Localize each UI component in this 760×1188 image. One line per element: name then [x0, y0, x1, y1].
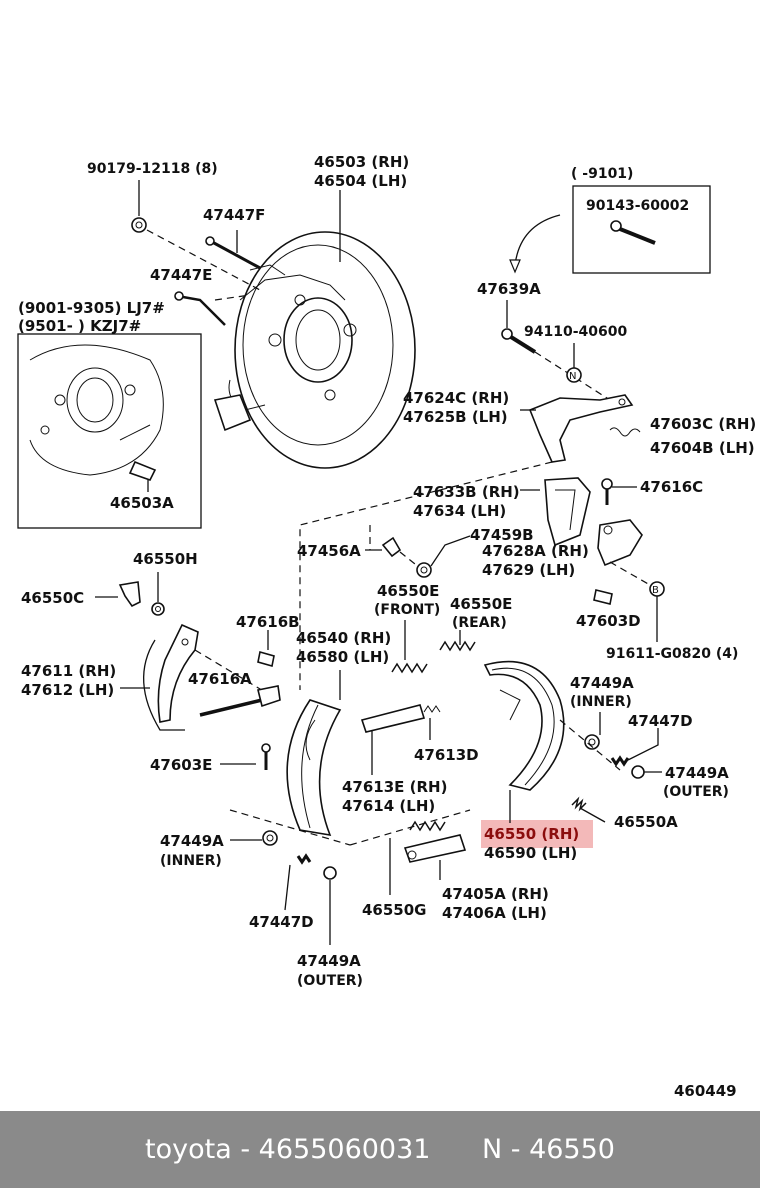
label-outer-left: (OUTER) — [297, 973, 363, 989]
label-box-range: ( -9101) — [571, 166, 633, 182]
lever-47624c-drawing — [520, 394, 641, 463]
footer-bar: toyota - 4655060031 N - 46550 — [0, 1111, 760, 1188]
label-47616a: 47616A — [188, 670, 252, 688]
label-47456a: 47456A — [297, 542, 361, 560]
label-47449a-inner-left: 47449A — [160, 832, 224, 850]
label-range-2: (9501- ) KZJ7# — [18, 317, 141, 335]
label-46550e-front: 46550E — [377, 582, 439, 600]
label-46550a: 46550A — [614, 813, 678, 831]
label-47447d-right: 47447D — [628, 712, 693, 730]
label-46503: 46503 (RH) — [314, 153, 409, 171]
pin-47603e-drawing — [220, 743, 271, 770]
label-47449a-inner-right: 47449A — [570, 674, 634, 692]
label-94110: 94110-40600 — [524, 324, 627, 340]
spring-46550a-drawing — [571, 796, 606, 823]
nut-90179-drawing — [131, 180, 261, 291]
label-46550-rh: 46550 (RH) — [484, 825, 579, 843]
part-labels: 90179-12118 (8) 46503 (RH) 46504 (LH) 47… — [18, 153, 756, 1100]
label-46550h: 46550H — [133, 550, 198, 568]
label-47604b: 47604B (LH) — [650, 439, 755, 457]
label-91611: 91611-G0820 (4) — [606, 646, 738, 662]
label-47625b: 47625B (LH) — [403, 408, 508, 426]
spring-46550g-drawing — [389, 820, 446, 895]
label-90143: 90143-60002 — [586, 198, 689, 214]
label-front: (FRONT) — [374, 602, 440, 618]
label-47449a-outer-left: 47449A — [297, 952, 361, 970]
label-46550g: 46550G — [362, 901, 427, 919]
brake-shoe-46550-drawing — [483, 660, 565, 823]
highlighted-part-marker — [481, 820, 593, 848]
plug-47456a-drawing — [365, 535, 471, 578]
label-47633b: 47633B (RH) — [413, 483, 520, 501]
label-47447f: 47447F — [203, 206, 265, 224]
diagram-number: 460449 — [674, 1082, 737, 1100]
label-46590: 46590 (LH) — [484, 844, 577, 862]
label-47459b: 47459B — [470, 526, 534, 544]
bracket-47628a-drawing: B — [597, 519, 665, 642]
label-47603e: 47603E — [150, 756, 212, 774]
label-47639a: 47639A — [477, 280, 541, 298]
pin-47616c-drawing — [601, 478, 637, 505]
brake-shoe-46540-drawing — [286, 670, 342, 837]
label-46504: 46504 (LH) — [314, 172, 407, 190]
label-47616c: 47616C — [640, 478, 703, 496]
label-46540: 46540 (RH) — [296, 629, 391, 647]
svg-text:N: N — [569, 371, 576, 382]
label-outer-right: (OUTER) — [663, 784, 729, 800]
label-47624c: 47624C (RH) — [403, 389, 509, 407]
adjuster-47613e-drawing — [360, 704, 441, 775]
label-47447d-left: 47447D — [249, 913, 314, 931]
label-rear: (REAR) — [452, 615, 507, 631]
clip-47603d-drawing — [593, 589, 613, 605]
variant-inset-box — [17, 333, 202, 529]
label-47611: 47611 (RH) — [21, 662, 116, 680]
label-47614: 47614 (LH) — [342, 797, 435, 815]
label-46550e-rear: 46550E — [450, 595, 512, 613]
label-inner-left: (INNER) — [160, 853, 222, 869]
clip-46550c-drawing — [95, 572, 165, 616]
label-46580: 46580 (LH) — [296, 648, 389, 666]
lever-47611-drawing — [120, 623, 271, 731]
label-47613e: 47613E (RH) — [342, 778, 447, 796]
label-47629: 47629 (LH) — [482, 561, 575, 579]
bracket-47633b-drawing — [520, 477, 591, 547]
label-47405a: 47405A (RH) — [442, 885, 549, 903]
svg-text:B: B — [652, 585, 659, 596]
label-47603d: 47603D — [576, 612, 641, 630]
label-range-1: (9001-9305) LJ7# — [18, 299, 165, 317]
label-inner-right: (INNER) — [570, 694, 632, 710]
backing-plate-drawing — [213, 231, 416, 469]
label-47613d: 47613D — [414, 746, 479, 764]
label-47406a: 47406A (LH) — [442, 904, 547, 922]
label-46503a: 46503A — [110, 494, 174, 512]
footer-part-number: toyota - 4655060031 — [145, 1134, 431, 1165]
label-47616b: 47616B — [236, 613, 300, 631]
retainer-47449a-right-drawing — [559, 712, 662, 779]
label-47612: 47612 (LH) — [21, 681, 114, 699]
spring-46550e-front-drawing — [391, 620, 428, 674]
wheel-cylinder-47405a-drawing — [403, 834, 467, 880]
brake-parts-diagram: N B — [17, 153, 756, 1100]
label-47603c: 47603C (RH) — [650, 415, 756, 433]
clip-47616b-drawing — [257, 630, 275, 668]
bolt-47639a-drawing: N — [501, 300, 611, 401]
label-90179: 90179-12118 (8) — [87, 161, 218, 177]
retainer-47449a-left-drawing — [230, 830, 337, 945]
spring-46550e-rear-drawing — [439, 630, 476, 652]
old-model-inset-box — [509, 185, 711, 274]
label-47449a-outer-right: 47449A — [665, 764, 729, 782]
bracket-47447e-drawing — [174, 291, 251, 326]
label-46550c: 46550C — [21, 589, 84, 607]
label-47447e: 47447E — [150, 266, 212, 284]
strut-47616a-drawing — [199, 685, 281, 717]
label-47628a: 47628A (RH) — [482, 542, 589, 560]
footer-reference: N - 46550 — [481, 1134, 615, 1165]
label-47634: 47634 (LH) — [413, 502, 506, 520]
bolt-47447f-drawing — [205, 230, 261, 270]
